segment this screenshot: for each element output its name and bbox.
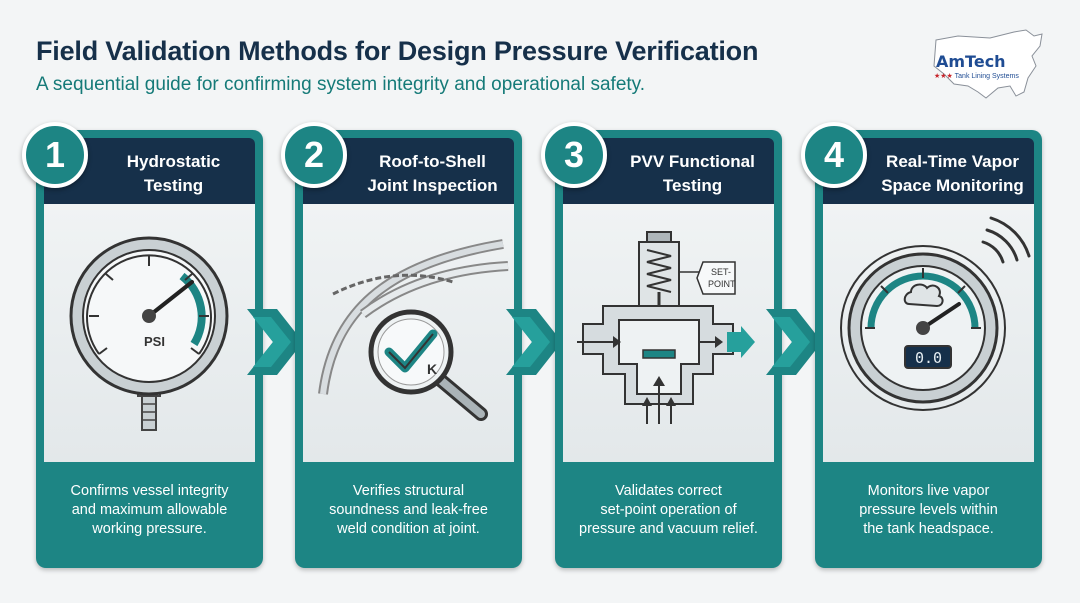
step-illustration: PSI [44, 204, 255, 462]
logo-name: AmTech [936, 52, 1006, 71]
stars-icon: ★★★ [934, 73, 953, 80]
pressure-gauge-icon: PSI [69, 236, 229, 431]
psi-label: PSI [144, 334, 165, 349]
chevron-right-icon [506, 309, 562, 375]
pressure-vacuum-valve-icon: SET- POINT [577, 231, 755, 424]
step-illustration: K [303, 204, 514, 462]
page-title: Field Validation Methods for Design Pres… [36, 36, 759, 66]
k-label: K [427, 361, 437, 377]
display-readout: 0.0 [915, 349, 942, 367]
step-number-badge: 3 [541, 122, 607, 188]
magnifier-check-icon: K [318, 239, 509, 421]
set-point-label-2: POINT [708, 279, 736, 289]
chevron-right-icon [247, 309, 303, 375]
logo-tagline-text: Tank Lining Systems [954, 73, 1019, 80]
vapor-monitor-icon: 0.0 [840, 216, 1031, 411]
chevron-right-icon [766, 309, 822, 375]
logo-tagline: ★★★ Tank Lining Systems [934, 72, 1019, 80]
usa-map-icon [933, 29, 1043, 99]
company-logo: AmTech ★★★ Tank Lining Systems [928, 26, 1048, 106]
set-point-label-1: SET- [711, 267, 731, 277]
step-illustration: 0.0 [823, 204, 1034, 462]
step-number-badge: 4 [801, 122, 867, 188]
step-number-badge: 1 [22, 122, 88, 188]
step-number-badge: 2 [281, 122, 347, 188]
page-subtitle: A sequential guide for confirming system… [36, 74, 646, 95]
step-illustration: SET- POINT [563, 204, 774, 462]
